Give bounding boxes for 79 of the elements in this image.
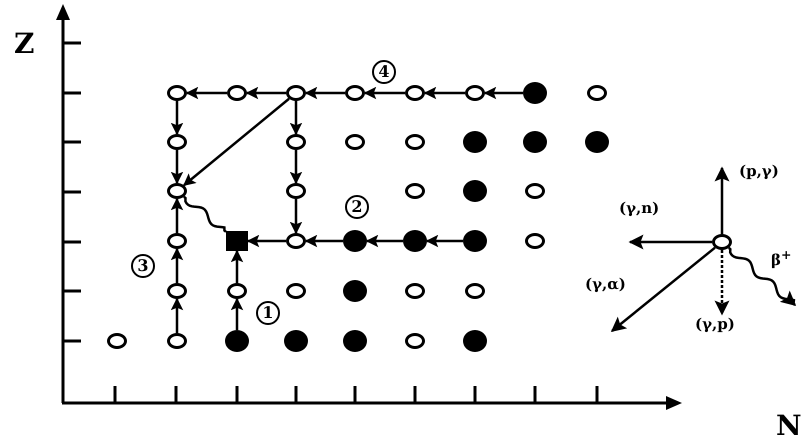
filled-circle	[343, 280, 367, 302]
filled-circle	[463, 230, 487, 252]
callout-number: 2	[345, 195, 369, 219]
reaction-arrow	[628, 234, 712, 250]
reaction-arrow	[230, 250, 244, 283]
decay-wavy-line	[183, 196, 227, 233]
open-circle	[587, 85, 607, 101]
open-circle	[465, 85, 485, 101]
reaction-arrow	[610, 246, 716, 332]
open-circle	[227, 283, 247, 299]
callout-number: 4	[372, 60, 396, 84]
open-circle	[525, 233, 545, 249]
open-circle	[345, 134, 365, 150]
open-circle	[167, 233, 187, 249]
filled-circle	[225, 330, 249, 352]
reaction-arrow	[290, 199, 302, 234]
filled-circle	[463, 180, 487, 202]
reaction-arrow	[426, 234, 463, 248]
reaction-arrow	[364, 86, 405, 100]
open-circle	[465, 283, 485, 299]
reaction-arrow	[170, 298, 184, 333]
reaction-label: (γ,α)	[584, 276, 627, 293]
reaction-arrow	[290, 101, 302, 136]
open-circle	[712, 234, 732, 250]
open-circle	[405, 333, 425, 349]
filled-circle	[284, 330, 308, 352]
reaction-arrow	[230, 298, 244, 330]
reaction-arrow	[424, 86, 465, 100]
reaction-arrow	[304, 234, 343, 248]
filled-circle	[343, 230, 367, 252]
callout-number: 3	[131, 254, 155, 278]
open-circle	[345, 85, 365, 101]
open-circle	[286, 134, 306, 150]
open-circle	[405, 134, 425, 150]
open-circle	[286, 283, 306, 299]
filled-circle	[585, 131, 609, 153]
open-circle	[167, 283, 187, 299]
reaction-arrow	[484, 86, 523, 100]
open-circle	[405, 183, 425, 199]
open-circle	[286, 85, 306, 101]
reaction-arrow	[714, 166, 730, 234]
open-circle	[405, 85, 425, 101]
filled-circle	[523, 82, 547, 104]
reaction-label: β$^{+}$	[770, 248, 792, 269]
reaction-label: (γ,p)	[694, 316, 736, 333]
open-circle	[167, 134, 187, 150]
reaction-arrow	[246, 86, 286, 100]
reaction-arrow	[186, 86, 227, 100]
reaction-arrow	[366, 234, 403, 248]
open-circle	[405, 283, 425, 299]
reaction-arrow	[246, 234, 286, 248]
open-circle	[107, 333, 127, 349]
callout-number: 1	[256, 301, 280, 325]
reaction-label: (p,γ)	[738, 163, 780, 180]
reaction-arrow	[183, 98, 290, 186]
open-circle	[167, 183, 187, 199]
decay-wavy-arrow	[728, 246, 796, 306]
reaction-arrow	[170, 101, 184, 136]
filled-circle	[343, 330, 367, 352]
axis-label: Z	[14, 30, 34, 58]
reaction-arrow	[290, 150, 302, 184]
axis-label: N	[776, 412, 801, 440]
reaction-arrow	[304, 86, 345, 100]
reaction-arrow	[170, 150, 184, 184]
open-circle	[227, 85, 247, 101]
reaction-arrow	[170, 198, 184, 233]
filled-circle	[403, 230, 427, 252]
filled-square	[226, 231, 248, 251]
reaction-arrow	[714, 250, 730, 316]
open-circle	[167, 333, 187, 349]
filled-circle	[463, 330, 487, 352]
filled-circle	[523, 131, 547, 153]
open-circle	[286, 183, 306, 199]
reaction-label: (γ,n)	[618, 200, 660, 217]
open-circle	[525, 183, 545, 199]
open-circle	[167, 85, 187, 101]
reaction-arrow	[170, 248, 184, 283]
filled-circle	[463, 131, 487, 153]
open-circle	[286, 233, 306, 249]
